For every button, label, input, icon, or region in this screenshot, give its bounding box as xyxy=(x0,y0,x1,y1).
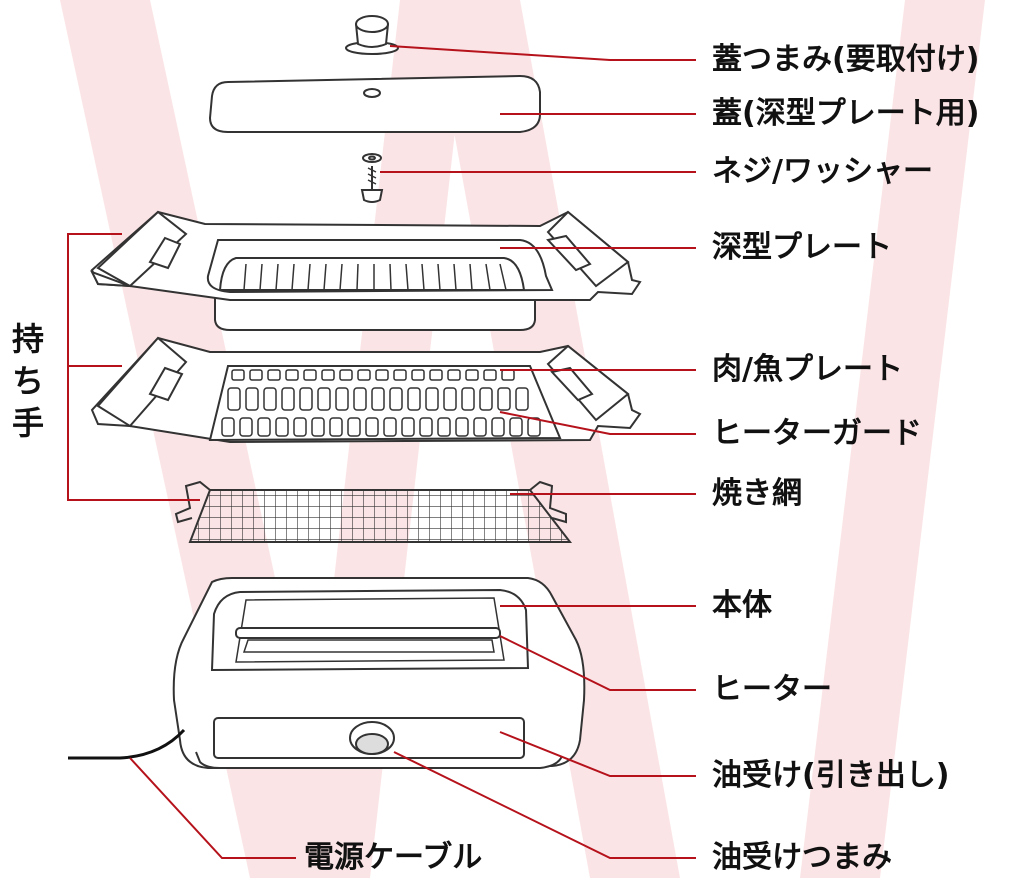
grill-net-illustration xyxy=(174,480,573,543)
label-handles-char-1: 持 xyxy=(11,320,44,358)
meat-fish-plate-illustration xyxy=(90,336,642,444)
label-heater-guard: ヒーターガード xyxy=(712,416,922,451)
label-power-cable: 電源ケーブル xyxy=(304,840,483,875)
label-main-body: 本体 xyxy=(712,588,772,623)
label-heater: ヒーター xyxy=(712,672,832,707)
lid-knob-illustration xyxy=(345,15,399,55)
power-cable-illustration xyxy=(68,728,186,760)
label-oil-tray: 油受け(引き出し) xyxy=(712,758,950,793)
label-deep-plate: 深型プレート xyxy=(712,230,892,265)
label-meat-fish-plate: 肉/魚プレート xyxy=(712,352,903,387)
label-handles-char-3: 手 xyxy=(11,404,44,442)
label-oil-tray-knob: 油受けつまみ xyxy=(712,840,892,875)
main-body-illustration xyxy=(172,577,586,770)
label-lid: 蓋(深型プレート用) xyxy=(712,96,980,131)
label-handles: 持 ち 手 xyxy=(8,318,48,444)
label-grill-net: 焼き網 xyxy=(712,476,802,511)
handles-bracket xyxy=(67,233,200,501)
label-lid-knob: 蓋つまみ(要取付け) xyxy=(712,42,980,77)
lid-illustration xyxy=(208,74,541,133)
label-handles-char-2: ち xyxy=(11,362,44,400)
leader-lines xyxy=(129,45,696,859)
label-screw-washer: ネジ/ワッシャー xyxy=(712,154,933,189)
screw-washer-illustration xyxy=(360,153,384,203)
